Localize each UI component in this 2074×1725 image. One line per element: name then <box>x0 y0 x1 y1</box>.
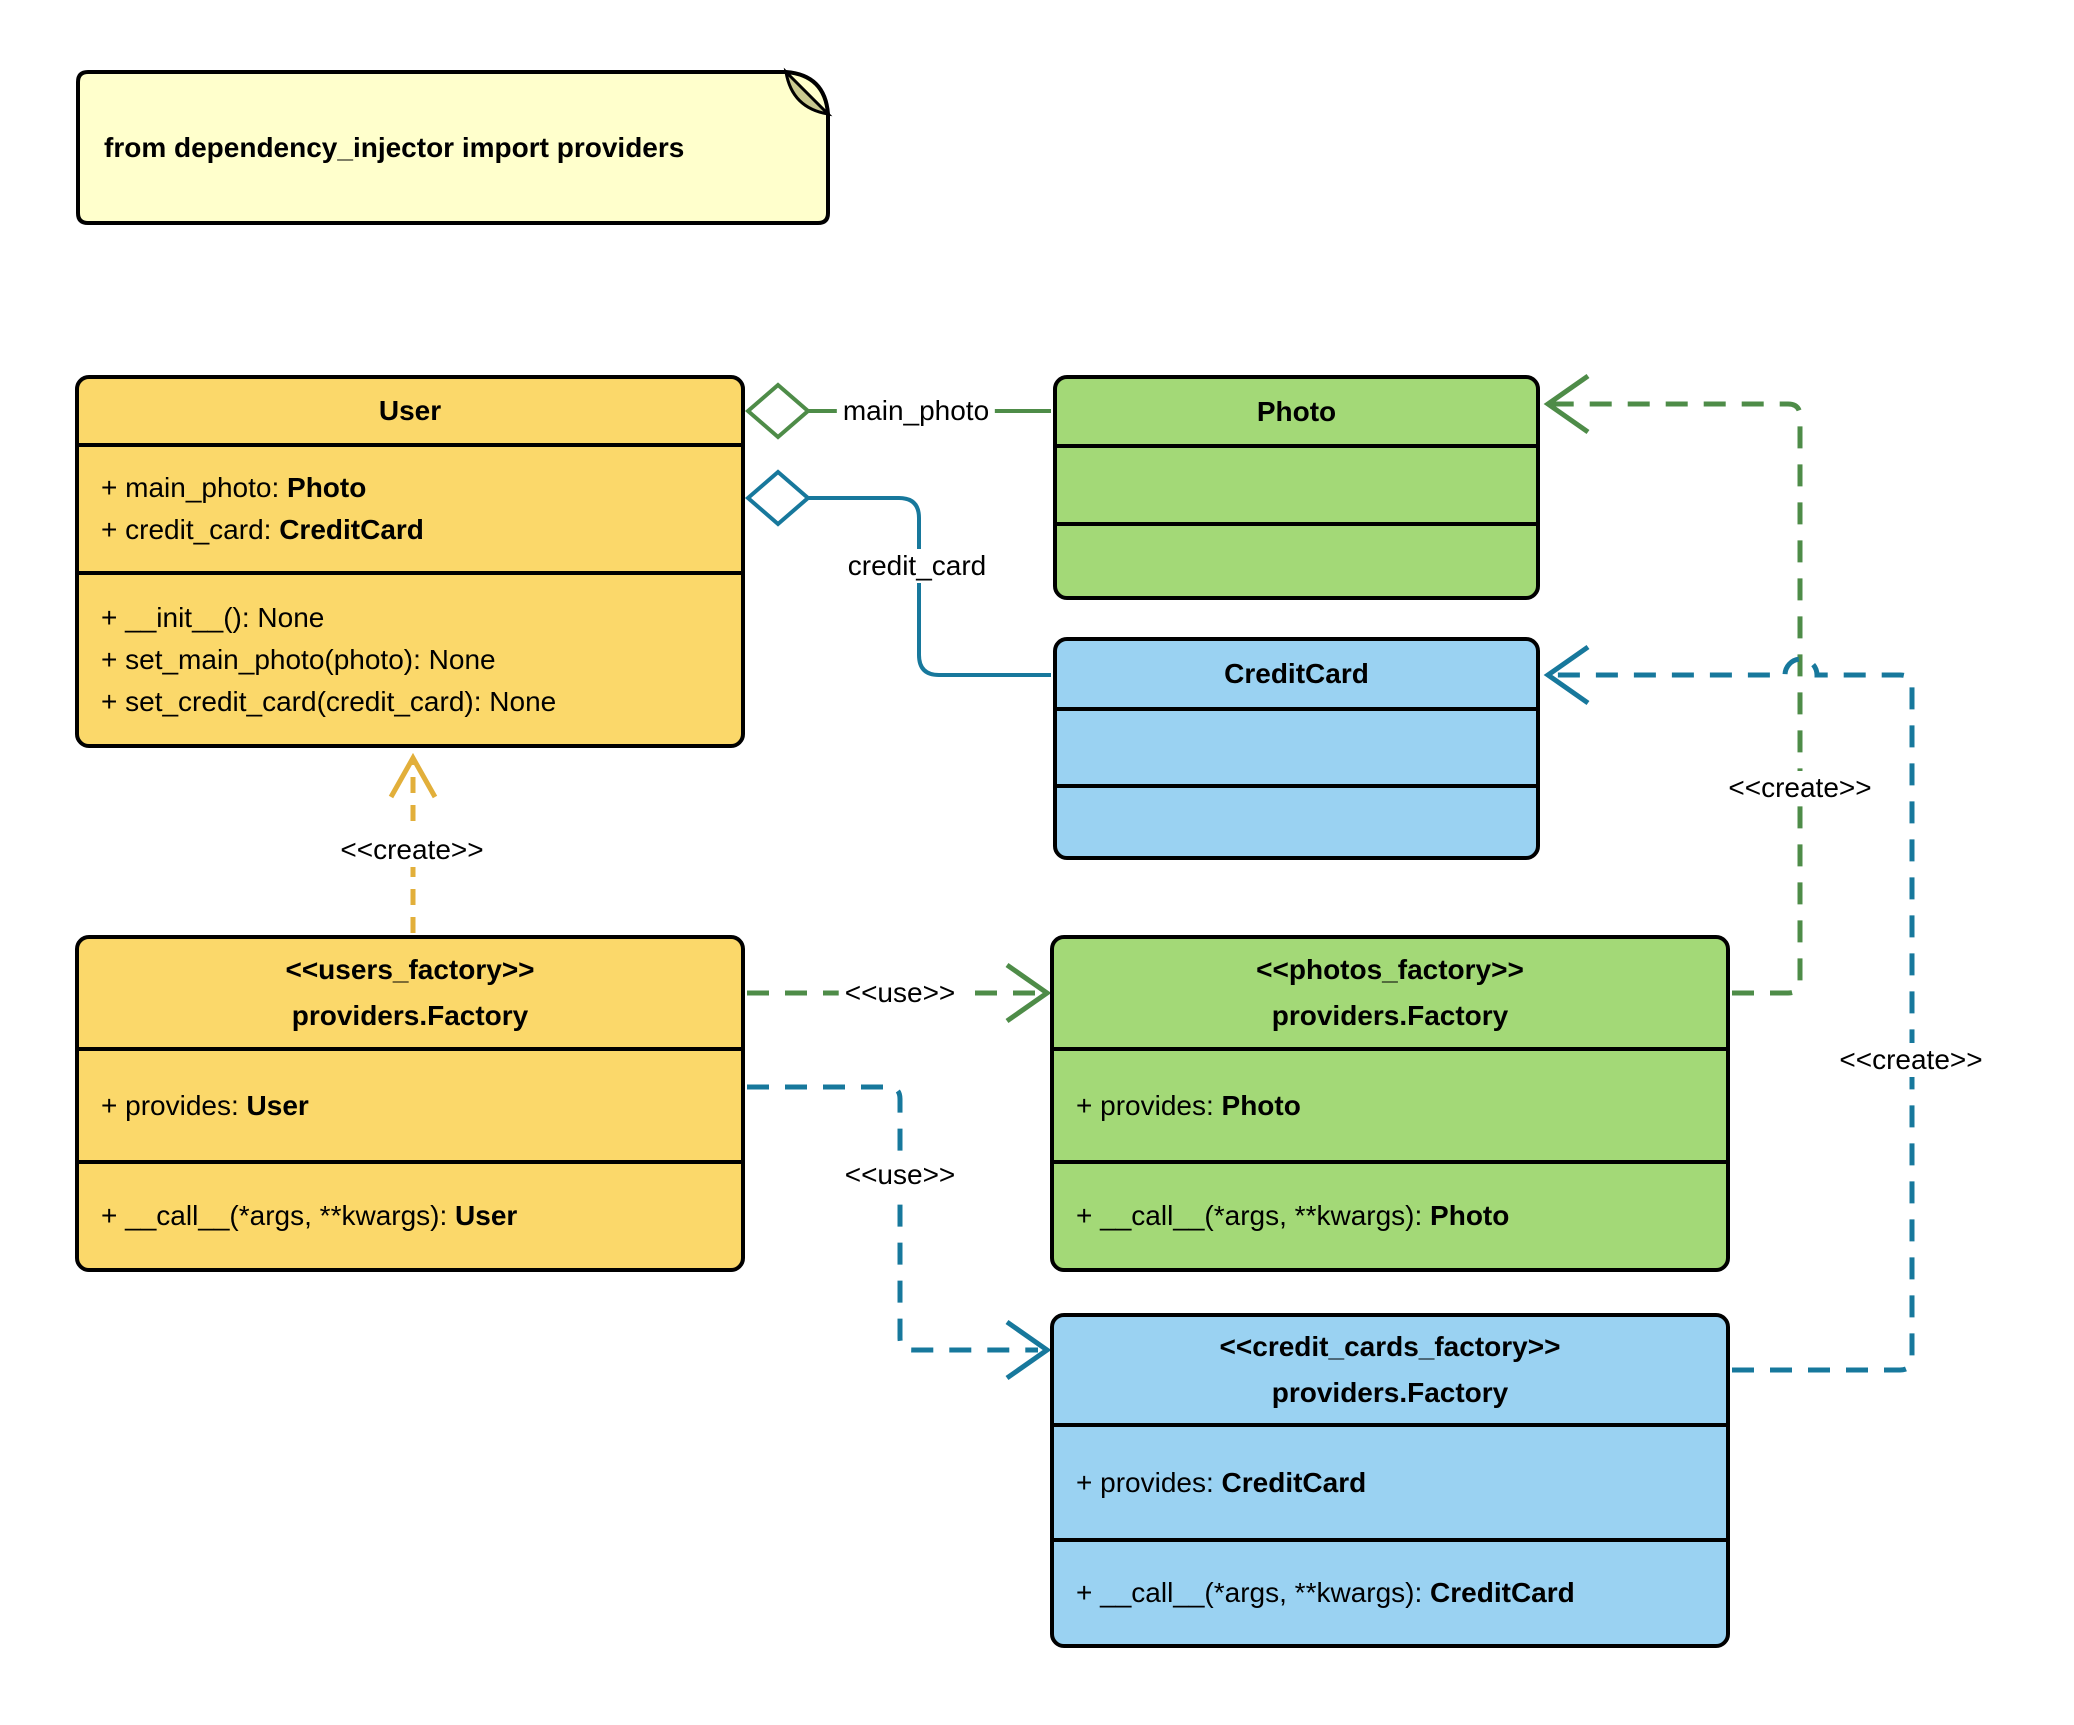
class-user-attributes: + main_photo: Photo + credit_card: Credi… <box>79 443 741 571</box>
method-text: + __call__(*args, **kwargs): <box>101 1200 456 1231</box>
aggregation-credit-card-edge <box>807 496 1051 677</box>
class-photos-factory: <<photos_factory>> providers.Factory + p… <box>1050 935 1730 1272</box>
class-photo-name: Photo <box>1256 395 1337 427</box>
class-photos-factory-title: <<photos_factory>> providers.Factory <box>1054 939 1726 1047</box>
attribute-line: + provides: CreditCard <box>1076 1462 1726 1504</box>
method-text: + __call__(*args, **kwargs): <box>1076 1577 1431 1608</box>
attribute-type: Photo <box>1221 1089 1301 1121</box>
aggregation-main-photo-diamond <box>744 382 812 440</box>
method-type: User <box>455 1200 518 1231</box>
stereotype-label: <<photos_factory>> <box>1256 954 1524 985</box>
class-user-name: User <box>378 395 442 426</box>
method-type: Photo <box>1430 1200 1510 1231</box>
class-credit-card-attributes <box>1057 707 1536 784</box>
class-user: User + main_photo: Photo + credit_card: … <box>75 375 745 748</box>
method-line: + __init__(): None <box>101 601 325 633</box>
method-line: + __call__(*args, **kwargs): CreditCard <box>1076 1572 1726 1614</box>
class-photos-factory-attributes: + provides: Photo <box>1054 1047 1726 1160</box>
attribute-line: + provides: User <box>101 1085 741 1127</box>
class-photos-factory-name: providers.Factory <box>1271 1000 1509 1031</box>
create-photo-edge <box>1552 401 1803 996</box>
class-photo-title: Photo <box>1057 379 1536 444</box>
create-credit-card-arrowhead <box>1543 644 1590 706</box>
class-photo-attributes <box>1057 444 1536 522</box>
stereotype-label: <<credit_cards_factory>> <box>1219 1331 1561 1362</box>
class-credit-card-title: CreditCard <box>1057 641 1536 707</box>
class-credit-card-name: CreditCard <box>1224 658 1369 689</box>
use-credit-cards-arrowhead <box>1005 1319 1052 1381</box>
edge-label-use-credit-cards: <<use>> <box>838 1158 962 1192</box>
class-users-factory-methods: + __call__(*args, **kwargs): User <box>79 1160 741 1268</box>
attribute-type: User <box>246 1089 309 1121</box>
use-credit-cards-edge <box>747 1084 1038 1353</box>
create-user-arrowhead <box>388 752 438 799</box>
attribute-line: + credit_card: CreditCard <box>101 509 741 551</box>
attribute-type: CreditCard <box>1221 1466 1367 1498</box>
class-credit-cards-factory-attributes: + provides: CreditCard <box>1054 1423 1726 1538</box>
edge-label-use-photos: <<use>> <box>838 976 962 1010</box>
method-line: + set_credit_card(credit_card): None <box>101 685 557 717</box>
edge-label-credit-card: credit_card <box>841 549 993 583</box>
class-credit-card-methods <box>1057 784 1536 856</box>
class-photo-methods <box>1057 522 1536 596</box>
method-line: + __call__(*args, **kwargs): Photo <box>1076 1195 1726 1237</box>
attribute-line: + main_photo: Photo <box>101 467 741 509</box>
method-line: + __call__(*args, **kwargs): User <box>101 1195 741 1237</box>
class-credit-cards-factory-title: <<credit_cards_factory>> providers.Facto… <box>1054 1317 1726 1423</box>
attribute-text: + provides: <box>1076 1466 1222 1498</box>
edge-label-create-user: <<create>> <box>334 833 490 867</box>
edge-label-main-photo: main_photo <box>836 394 996 428</box>
class-credit-card: CreditCard <box>1053 637 1540 860</box>
class-users-factory-name: providers.Factory <box>291 1000 529 1031</box>
class-credit-cards-factory: <<credit_cards_factory>> providers.Facto… <box>1050 1313 1730 1648</box>
edge-label-create-credit-card: <<create>> <box>1833 1043 1989 1077</box>
import-note: from dependency_injector import provider… <box>78 72 828 223</box>
class-users-factory: <<users_factory>> providers.Factory + pr… <box>75 935 745 1272</box>
create-photo-arrowhead <box>1543 373 1590 435</box>
aggregation-credit-card-diamond <box>744 469 812 527</box>
class-users-factory-attributes: + provides: User <box>79 1047 741 1160</box>
class-credit-cards-factory-methods: + __call__(*args, **kwargs): CreditCard <box>1054 1538 1726 1644</box>
attribute-text: + provides: <box>1076 1089 1222 1121</box>
use-photos-arrowhead <box>1005 962 1052 1024</box>
class-credit-cards-factory-name: providers.Factory <box>1271 1377 1509 1408</box>
class-users-factory-title: <<users_factory>> providers.Factory <box>79 939 741 1047</box>
class-photo: Photo <box>1053 375 1540 600</box>
attribute-text: + credit_card: <box>101 514 280 545</box>
import-note-text: from dependency_injector import provider… <box>104 131 685 163</box>
attribute-text: + main_photo: <box>101 472 288 503</box>
method-type: CreditCard <box>1430 1577 1575 1608</box>
class-user-methods: + __init__(): None + set_main_photo(phot… <box>79 571 741 744</box>
class-user-title: User <box>79 379 741 443</box>
attribute-type: Photo <box>287 472 367 503</box>
class-photos-factory-methods: + __call__(*args, **kwargs): Photo <box>1054 1160 1726 1268</box>
attribute-type: CreditCard <box>279 514 424 545</box>
edge-label-create-photo: <<create>> <box>1722 771 1878 805</box>
attribute-line: + provides: Photo <box>1076 1085 1726 1127</box>
method-line: + set_main_photo(photo): None <box>101 643 496 675</box>
attribute-text: + provides: <box>101 1089 247 1121</box>
stereotype-label: <<users_factory>> <box>285 954 535 985</box>
method-text: + __call__(*args, **kwargs): <box>1076 1200 1431 1231</box>
